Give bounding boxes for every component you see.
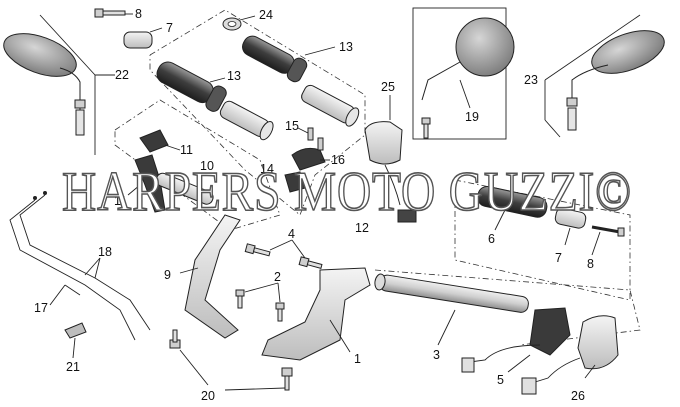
leader-3 (437, 309, 456, 346)
right-grip-sleeve (301, 84, 360, 127)
right-switch-housing (461, 307, 571, 373)
right-riser-bracket (261, 267, 371, 361)
callout-3: 3 (433, 348, 440, 362)
callout-5: 5 (497, 373, 504, 387)
riser-bolts (169, 243, 323, 391)
callout-26: 26 (571, 389, 585, 403)
callout-6: 6 (488, 232, 495, 246)
group-outline-levers (114, 99, 281, 231)
leader-20b (224, 387, 286, 391)
leader-23c (544, 119, 561, 138)
leader-11-top (164, 144, 181, 151)
leader-13-right (304, 46, 336, 56)
leader-23a (544, 14, 641, 81)
callout-13-right: 13 (339, 40, 353, 54)
leader-9 (179, 267, 199, 274)
callout-15: 15 (285, 119, 299, 133)
leader-4a (269, 239, 293, 251)
leader-7-right (564, 227, 571, 246)
handlebar-tube (374, 273, 529, 313)
leader-11-bottom (127, 184, 141, 196)
callout-7-top: 7 (166, 21, 173, 35)
callout-2: 2 (274, 270, 281, 284)
leader-15 (297, 127, 309, 134)
right-mirror-round (421, 17, 515, 101)
right-mirror (566, 30, 665, 131)
right-bolt (591, 225, 625, 237)
callout-12: 12 (355, 221, 369, 235)
left-grip (156, 61, 227, 112)
brake-reservoir (284, 127, 326, 193)
cable-clip (64, 322, 87, 339)
callout-14: 14 (260, 162, 274, 176)
start-switch-housing (521, 315, 619, 395)
callout-7-right: 7 (555, 251, 562, 265)
throttle-grip (477, 185, 548, 218)
lever-clamp-lower (134, 154, 166, 213)
leader-8-right (591, 231, 601, 256)
mirror-inset-box (412, 7, 507, 140)
callout-4: 4 (288, 227, 295, 241)
callout-13-left: 13 (227, 69, 241, 83)
callout-24: 24 (259, 8, 273, 22)
lever-rod (155, 172, 214, 205)
leader-2b (277, 282, 281, 303)
callout-11-bottom: 11 (114, 194, 127, 208)
bolt-top-left (94, 8, 126, 18)
leader-6 (494, 209, 506, 231)
leader-19 (459, 79, 471, 109)
throttle-cables (9, 191, 151, 341)
leader-26 (584, 364, 596, 379)
group-outline-grips (149, 9, 366, 216)
callout-9: 9 (164, 268, 171, 282)
right-spacer (554, 207, 587, 229)
callout-17: 17 (34, 301, 48, 315)
callout-25: 25 (381, 80, 395, 94)
callout-20: 20 (201, 389, 215, 403)
leader-20a (179, 349, 209, 386)
callout-22: 22 (115, 68, 129, 82)
callout-1: 1 (354, 352, 361, 366)
leader-18b (94, 257, 101, 279)
callout-18: 18 (98, 245, 112, 259)
lever-clamp-upper (139, 129, 169, 153)
leader-13-left (209, 77, 226, 83)
leader-7-top (149, 27, 163, 33)
leader-1 (329, 319, 351, 353)
callout-8-right: 8 (587, 257, 594, 271)
leader-4b (291, 239, 306, 259)
right-grip (242, 35, 308, 83)
callout-19: 19 (465, 110, 479, 124)
left-switch-housing (364, 121, 417, 223)
leader-17b (64, 284, 81, 296)
leader-17a (49, 284, 66, 306)
callout-21: 21 (66, 360, 80, 374)
callout-11-top: 11 (180, 143, 193, 157)
left-mirror (3, 33, 86, 136)
callout-labels: 8 7 24 13 22 13 25 23 19 15 11 10 16 14 … (34, 7, 594, 403)
leader-21 (72, 337, 76, 359)
callout-8-top: 8 (135, 7, 142, 21)
callout-10: 10 (200, 159, 214, 173)
leader-2a (244, 282, 279, 293)
leader-22a (39, 14, 96, 76)
leader-24 (239, 15, 256, 21)
left-riser-bracket (184, 214, 241, 339)
small-bolts (421, 117, 431, 139)
watermark-text: HARPERS MOTO GUZZI© (62, 161, 632, 223)
leader-5 (507, 354, 531, 373)
callout-23: 23 (524, 73, 538, 87)
leader-18a (84, 257, 101, 276)
left-grip-sleeve (219, 100, 274, 141)
spacer-top-left (123, 31, 153, 49)
callout-16: 16 (331, 153, 345, 167)
